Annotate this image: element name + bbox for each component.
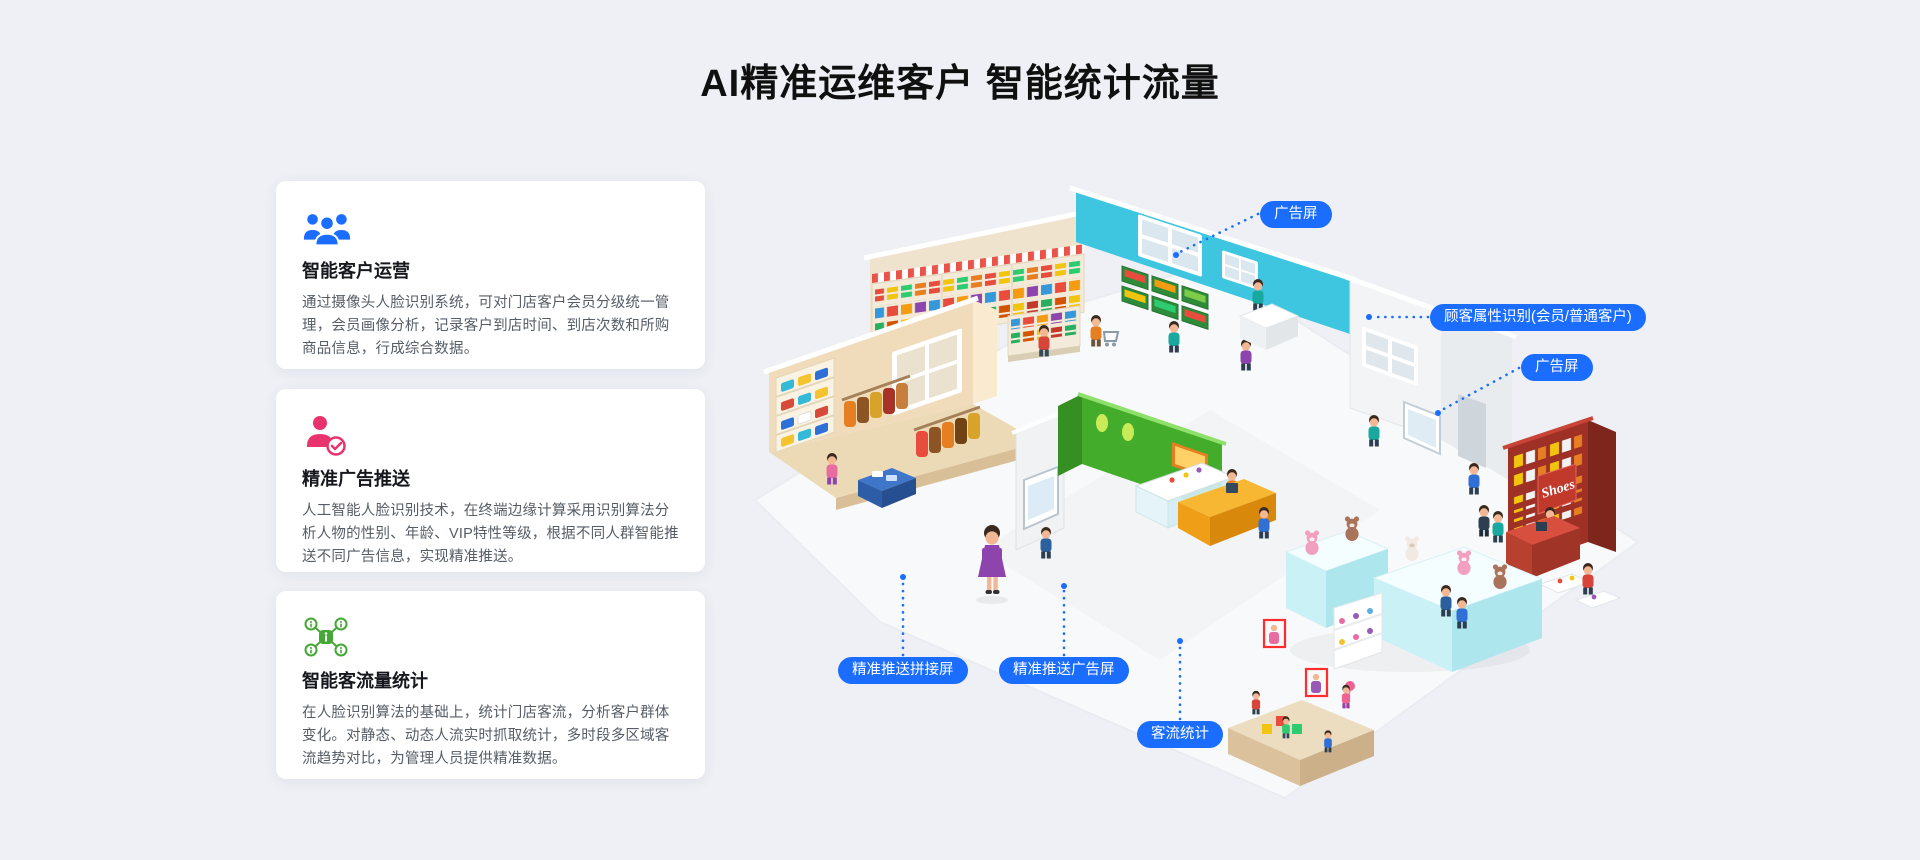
shop-window: [892, 328, 962, 416]
shoe-store: Shoes: [1478, 416, 1622, 609]
callout-customer-attribute-recognition: 顾客属性识别(会员/普通客户): [1430, 304, 1646, 331]
splice-screen-wall: [1011, 408, 1069, 559]
callout-traffic-stats: 客流统计: [1137, 721, 1223, 748]
feature-card-customer-operation: 智能客户运营 通过摄像头人脸识别系统，可对门店客户会员分级统一管理，会员画像分析…: [276, 181, 705, 369]
teddy-bear: [1404, 536, 1420, 561]
callout-ad-screen-top: 广告屏: [1260, 201, 1332, 228]
shopper-figure: [1478, 505, 1490, 537]
ai-network-icon: [302, 613, 679, 659]
teddy-bear: [1344, 516, 1360, 541]
teddy-bear: [1304, 530, 1320, 555]
shopper-figure: [1582, 563, 1594, 595]
staff-figure: [1440, 585, 1452, 617]
checkout-counter: [1238, 279, 1300, 350]
shopping-cart: [1102, 331, 1120, 347]
feature-card-ad-push: 精准广告推送 人工智能人脸识别技术，在终端边缘计算采用识别算法分析人物的性别、年…: [276, 389, 705, 572]
shopper-figure: [1090, 315, 1102, 347]
partition-window: [1362, 326, 1418, 386]
green-kiosk: [1058, 392, 1276, 546]
shopper-woman: [978, 525, 1006, 594]
clerk-figure: [1252, 279, 1264, 311]
shopper-figure: [1468, 463, 1480, 495]
clothes-rack: [841, 374, 911, 427]
feature-title: 智能客流量统计: [302, 671, 428, 691]
face-detection-frame: [1262, 618, 1287, 649]
staff-figure: [1368, 415, 1380, 447]
shopper-figure: [826, 453, 838, 485]
kid-figure: [1251, 690, 1261, 715]
team-users-icon: [302, 203, 679, 249]
folded-clothes-shelf: [775, 357, 835, 453]
staff-figure: [1456, 597, 1468, 629]
face-detection-frame: [1304, 667, 1329, 698]
feature-description: 在人脸识别算法的基础上，统计门店客流，分析客户群体变化。对静态、动态人流实时抓取…: [302, 705, 670, 768]
clothes-rack: [913, 405, 981, 457]
feature-description: 通过摄像头人脸识别系统，可对门店客户会员分级统一管理，会员画像分析，记录客户到店…: [302, 295, 670, 358]
feature-description: 人工智能人脸识别技术，在终端边缘计算采用识别算法分析人物的性别、年龄、VIP特性…: [302, 503, 679, 566]
kid-figure: [1324, 730, 1332, 753]
shoes-signboard: [1537, 463, 1577, 515]
kids-display-area: [1228, 516, 1544, 786]
feature-title: 智能客户运营: [302, 261, 410, 281]
callout-ad-screen-right: 广告屏: [1521, 354, 1593, 381]
shopper-figure: [1492, 511, 1504, 543]
callout-splice-screen: 精准推送拼接屏: [838, 657, 968, 684]
feature-card-traffic-statistics: 智能客流量统计 在人脸识别算法的基础上，统计门店客流，分析客户群体变化。对静态、…: [276, 591, 705, 779]
staff-figure: [1040, 527, 1052, 559]
display-table: [858, 468, 916, 508]
clothing-shop: [763, 295, 1040, 510]
person-check-icon: [302, 411, 679, 457]
kid-figure: [1282, 716, 1290, 739]
teddy-bear: [1492, 564, 1508, 589]
callout-push-ad-screen: 精准推送广告屏: [999, 657, 1129, 684]
shopper-figure: [1038, 325, 1050, 357]
produce-crates: [1121, 265, 1209, 330]
page-title: AI精准运维客户 智能统计流量: [700, 63, 1220, 105]
shopper-figure: [1168, 321, 1180, 353]
customer-figure: [1258, 507, 1270, 539]
kid-figure: [1341, 684, 1351, 709]
teddy-bear: [1456, 550, 1472, 575]
store-illustration: Shoes: [753, 185, 1640, 800]
feature-title: 精准广告推送: [302, 469, 410, 489]
